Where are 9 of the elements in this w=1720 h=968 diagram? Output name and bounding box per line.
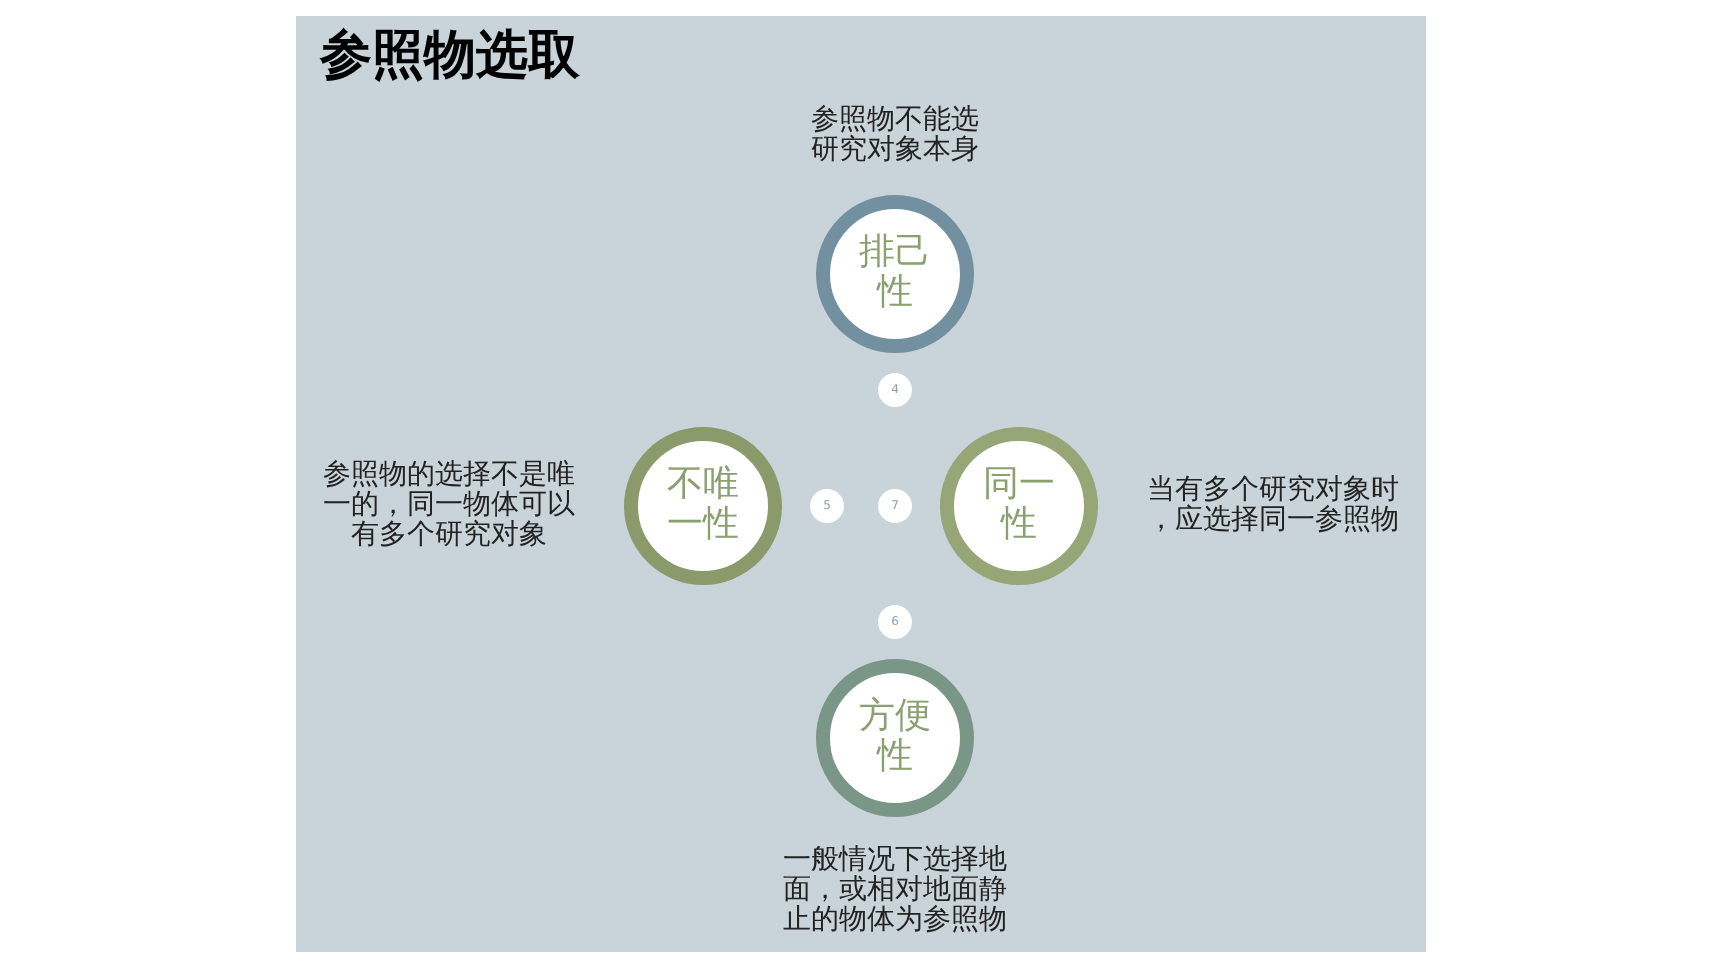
node-circle: 方便性	[815, 659, 973, 817]
diagram-title: 参照物选取	[319, 25, 579, 86]
node-circle: 同一性	[939, 427, 1097, 585]
node-label: 一般情况下选择地面，或相对地面静止的物体为参照物	[782, 844, 1006, 937]
node-circle: 排己性	[815, 195, 973, 353]
node-circle: 不唯一性	[623, 427, 781, 585]
node-label: 参照物的选择不是唯一的，同一物体可以有多个研究对象	[322, 459, 574, 552]
node-label: 参照物不能选研究对象本身	[810, 104, 978, 167]
node-label: 当有多个研究对象时，应选择同一参照物	[1146, 474, 1398, 537]
